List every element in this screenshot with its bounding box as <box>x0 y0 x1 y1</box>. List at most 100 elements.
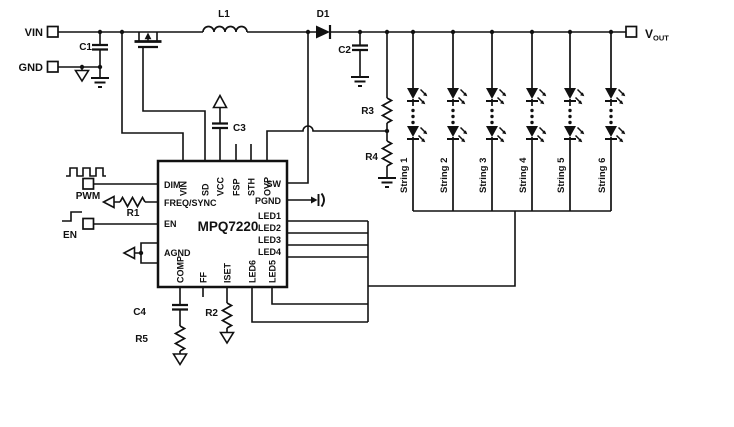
string-5-label: String 5 <box>556 157 567 193</box>
c4-label: C4 <box>133 307 146 318</box>
resistor-r3 <box>381 97 393 124</box>
r4-label: R4 <box>365 152 378 163</box>
mosfet-body-arrow-head <box>144 32 152 40</box>
pin-label-fsp: FSP <box>232 178 242 196</box>
pin-label-sd: SD <box>201 183 211 196</box>
pin-label-dim: DIM <box>164 180 181 190</box>
junction-dot <box>119 29 125 35</box>
pin-label-vin: VIN <box>179 181 189 196</box>
mosfet-stubs <box>138 32 158 42</box>
pin-label-led6: LED6 <box>248 260 258 283</box>
en-step-icon <box>62 211 82 222</box>
vin-label: VIN <box>25 27 43 39</box>
vout-label-main: V <box>645 27 653 41</box>
l1-label: L1 <box>218 9 230 20</box>
pin-label-pgnd: PGND <box>255 196 282 206</box>
led-string-3 <box>486 30 506 211</box>
junction-dot <box>97 29 103 35</box>
pwm-squarewave-icon <box>66 167 106 177</box>
string-return-wire <box>368 211 516 287</box>
string-3-label: String 3 <box>478 158 489 193</box>
pin-label-led3: LED3 <box>258 235 281 245</box>
pgnd-ground-icon <box>311 192 325 208</box>
pwm-terminal <box>82 177 95 190</box>
pin-label-led1: LED1 <box>258 211 281 221</box>
terminals <box>46 25 638 230</box>
r5-label: R5 <box>135 334 148 345</box>
junction-dot <box>138 250 144 256</box>
capacitor-c4 <box>170 303 190 311</box>
led6-wire <box>251 287 368 323</box>
led-string-4 <box>526 30 546 211</box>
string-4-label: String 4 <box>518 157 529 193</box>
pin-label-sth: STH <box>247 178 257 196</box>
pin-label-vcc: VCC <box>216 176 226 196</box>
pin-label-led5: LED5 <box>268 260 278 283</box>
led-string-6 <box>605 30 625 211</box>
pin-label-freqsync: FREQ/SYNC <box>164 198 217 208</box>
pmos-switch <box>134 32 162 49</box>
junction-dot <box>305 29 311 35</box>
string-1-label: String 1 <box>399 157 410 193</box>
junction-dot <box>97 64 103 70</box>
vin-terminal <box>46 25 59 38</box>
vout-label: VOUT <box>645 27 669 43</box>
resistor-r5 <box>174 325 186 352</box>
c2-label: C2 <box>338 45 351 56</box>
ic-part-number: MPQ7220 <box>198 219 259 234</box>
capacitor-c1 <box>90 43 110 51</box>
pin-label-led4: LED4 <box>258 247 281 257</box>
pin-label-iset: ISET <box>223 262 233 283</box>
capacitor-c3 <box>210 122 230 130</box>
c1-label: C1 <box>79 42 92 53</box>
earth-ground-c1 <box>90 77 110 88</box>
resistor-r4 <box>381 140 393 167</box>
led-string-2 <box>447 30 467 211</box>
agnd-wire <box>134 242 158 264</box>
ic-body-mpq7220 <box>156 159 289 289</box>
vout-label-sub: OUT <box>653 34 669 43</box>
arrow-ground-gnd <box>74 69 90 82</box>
pgnd-arc <box>320 192 325 208</box>
sd-gate-wire <box>142 46 206 161</box>
r1-label: R1 <box>127 208 140 219</box>
junction-dot <box>384 29 390 35</box>
string-2-label: String 2 <box>439 158 450 193</box>
vout-terminal <box>625 25 638 38</box>
pin-label-comp: COMP <box>176 256 186 283</box>
pin-label-ff: FF <box>199 272 209 283</box>
junction-dots <box>79 29 390 256</box>
pgnd-arrowhead <box>311 196 318 204</box>
junction-dot <box>384 128 390 134</box>
pin-label-en: EN <box>164 219 177 229</box>
resistor-r2 <box>221 302 233 329</box>
arrow-ground-r2 <box>219 331 235 344</box>
sw-wire <box>287 32 309 184</box>
r3-label: R3 <box>361 106 374 117</box>
pin-label-sw: SW <box>267 179 282 189</box>
freqsync-arrow-icon <box>101 195 115 209</box>
agnd-arrow-icon <box>122 246 136 260</box>
pwm-label: PWM <box>76 191 100 202</box>
earth-ground-c2 <box>350 76 370 87</box>
en-terminal <box>82 217 95 230</box>
pin-label-ovp: OVP <box>263 177 273 196</box>
junction-dot <box>79 64 85 70</box>
c3-label: C3 <box>233 123 246 134</box>
junction-dot <box>357 29 363 35</box>
diode-d1 <box>316 25 332 39</box>
d1-label: D1 <box>317 9 330 20</box>
earth-ground-r4 <box>377 177 397 188</box>
wires <box>57 31 626 354</box>
led-strings: String 1 String 2 String 3 String 4 Stri… <box>399 30 625 211</box>
led-string-1 <box>407 30 427 211</box>
inductor-l1 <box>202 25 248 33</box>
diode-d1-anode-triangle <box>316 25 330 39</box>
string-6-label: String 6 <box>597 158 608 193</box>
en-label: EN <box>63 230 77 241</box>
pin-label-led2: LED2 <box>258 223 281 233</box>
pin-label-agnd: AGND <box>164 248 191 258</box>
gnd-terminal <box>46 60 59 73</box>
